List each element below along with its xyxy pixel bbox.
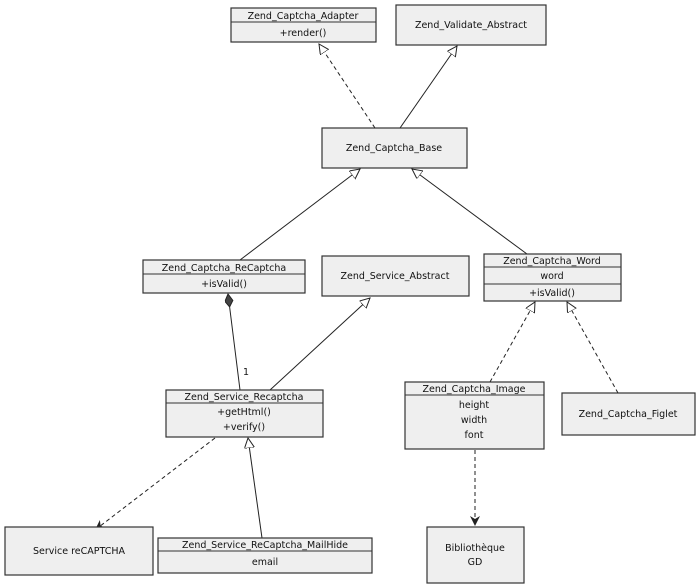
inheritance-service-abstract [269,298,370,391]
class-name: Zend_Captcha_Adapter [248,11,359,22]
class-method: +isValid() [529,288,575,299]
composition-service-recaptcha [228,294,241,391]
inheritance-word-base [412,169,528,255]
class-name: Zend_Captcha_ReCaptcha [162,263,286,274]
class-zend-captcha-image[interactable]: Zend_Captcha_Image height width font [404,381,545,450]
class-method: +isValid() [201,279,247,290]
class-name: Zend_Captcha_Base [346,143,442,154]
class-zend-validate-abstract[interactable]: Zend_Validate_Abstract [395,4,547,46]
class-method: +render() [280,28,327,39]
class-name: Zend_Validate_Abstract [415,20,527,31]
inheritance-mailhide-service [248,438,263,539]
class-name: Service reCAPTCHA [33,546,126,557]
inheritance-base-validate [399,46,457,129]
class-zend-service-abstract[interactable]: Zend_Service_Abstract [321,255,470,297]
inheritance-recaptcha-base [239,169,360,261]
library-name-line2: GD [468,557,483,568]
class-method: +verify() [223,422,265,433]
realization-figlet-word [567,302,619,394]
class-name: Zend_Service_ReCaptcha_MailHide [182,540,348,551]
class-attribute: word [540,271,563,282]
class-zend-service-recaptcha[interactable]: Zend_Service_Recaptcha +getHtml() +verif… [165,389,324,438]
multiplicity-label: 1 [243,367,249,378]
class-method: +getHtml() [217,407,271,418]
class-zend-captcha-figlet[interactable]: Zend_Captcha_Figlet [561,392,696,436]
dependency-service-external [94,437,216,531]
class-attribute: font [465,430,484,441]
class-name: Zend_Service_Recaptcha [185,392,304,403]
realization-base-adapter [319,44,376,129]
external-service-recaptcha[interactable]: Service reCAPTCHA [4,526,154,576]
library-gd[interactable]: Bibliothèque GD [426,526,525,584]
class-zend-captcha-word[interactable]: Zend_Captcha_Word word +isValid() [483,253,622,302]
class-name: Zend_Captcha_Word [503,256,601,267]
class-name: Zend_Captcha_Image [423,384,526,395]
class-attribute: email [252,557,278,568]
class-zend-service-recaptcha-mailhide[interactable]: Zend_Service_ReCaptcha_MailHide email [157,537,373,574]
library-name-line1: Bibliothèque [445,543,505,554]
class-name: Zend_Service_Abstract [341,271,450,282]
class-zend-captcha-recaptcha[interactable]: Zend_Captcha_ReCaptcha +isValid() [142,259,306,294]
class-zend-captcha-base[interactable]: Zend_Captcha_Base [321,127,468,169]
class-attribute: height [459,400,490,411]
class-name: Zend_Captcha_Figlet [579,409,678,420]
realization-image-word [489,302,535,383]
class-attribute: width [461,415,487,426]
class-zend-captcha-adapter[interactable]: Zend_Captcha_Adapter +render() [230,7,377,43]
